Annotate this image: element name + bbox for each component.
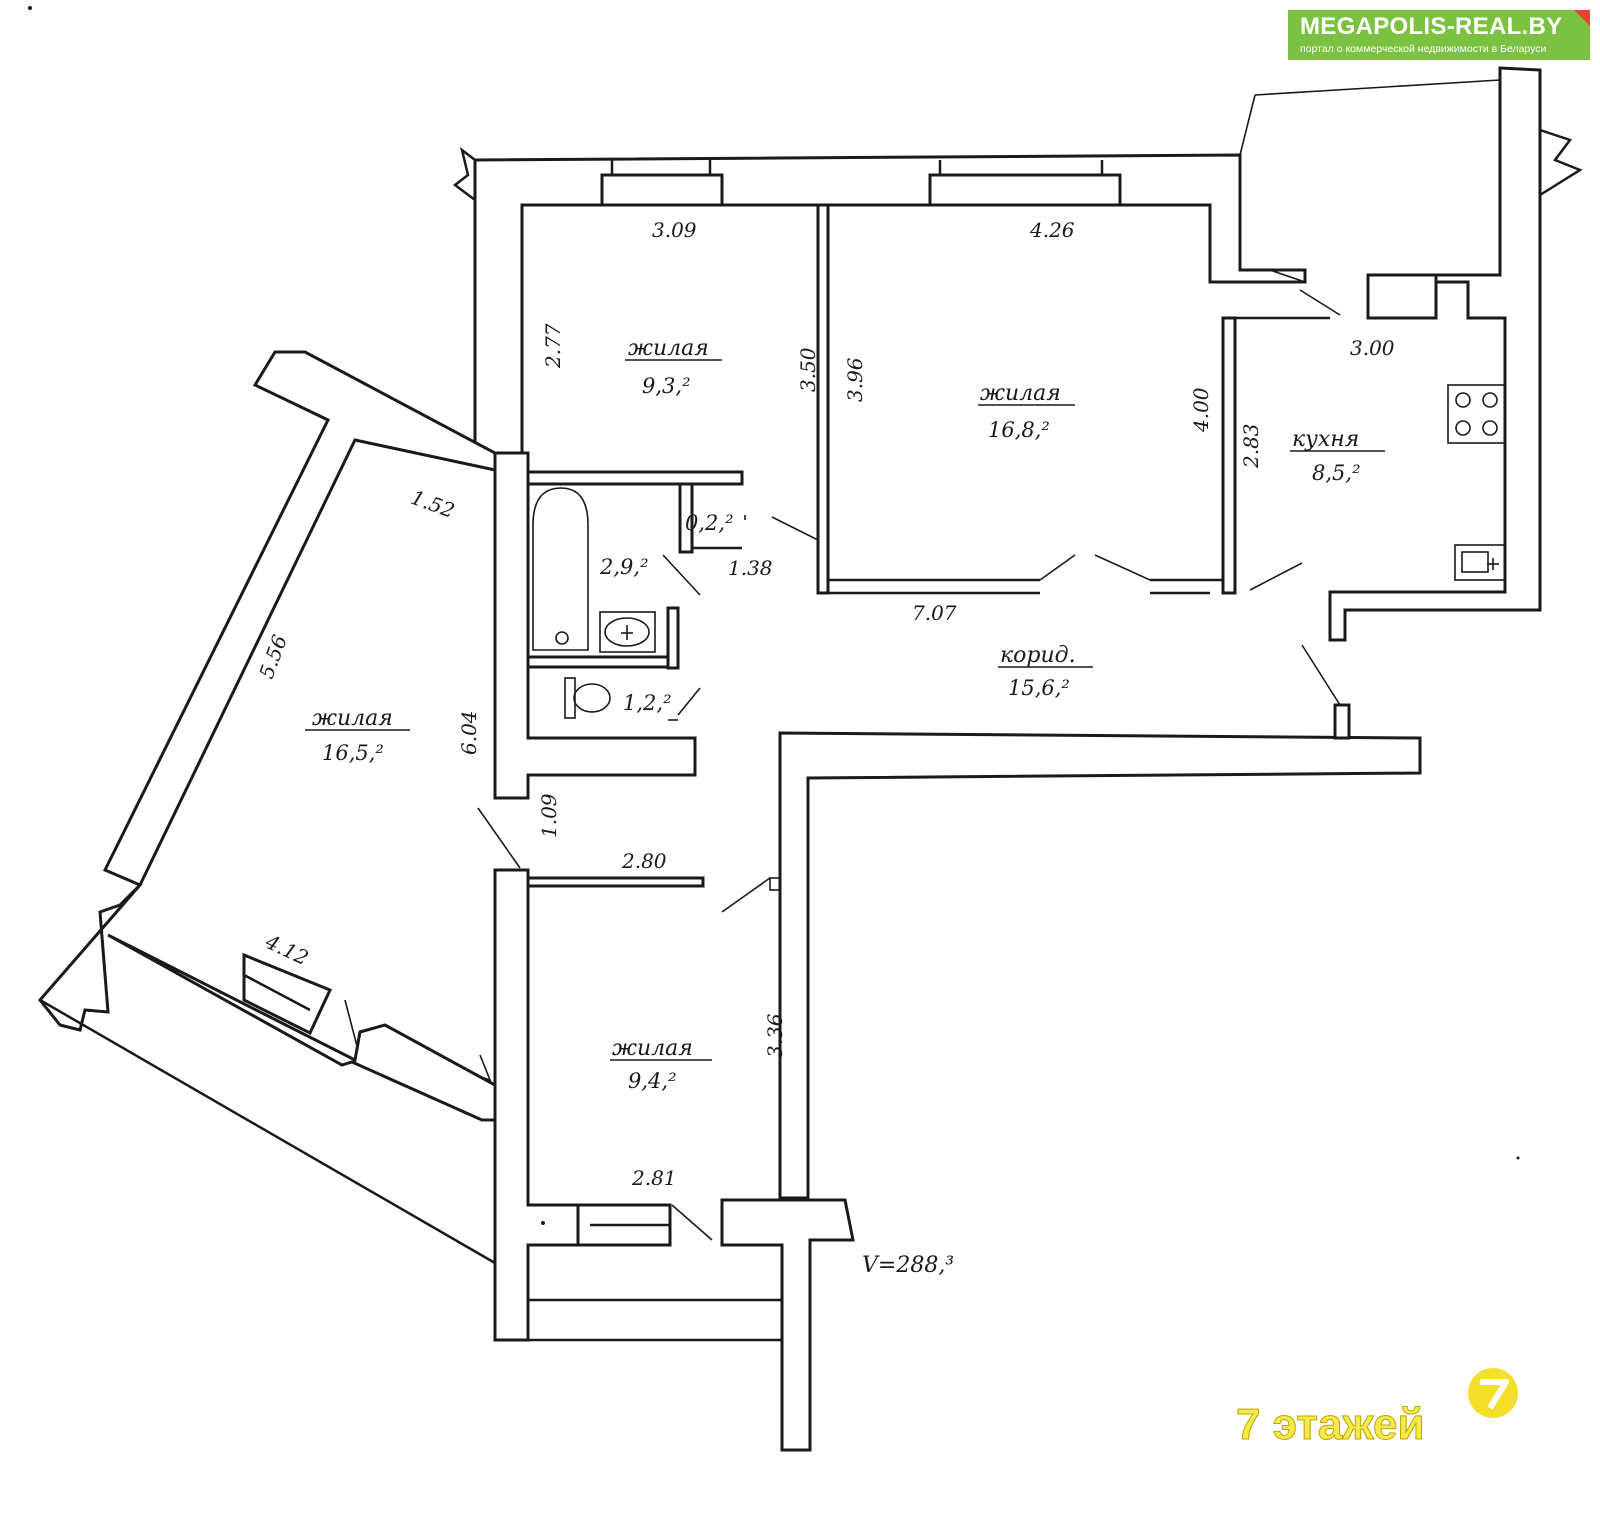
- wall-bathroom: [526, 470, 744, 486]
- wall-bath-closet: [678, 482, 694, 554]
- dim-top-left-width: 3.09: [652, 218, 697, 242]
- dim-partition-a: 3.50: [796, 347, 820, 392]
- seven-circle-icon: [1468, 1368, 1518, 1418]
- dimension-labels: 3.09 4.26 2.77 3.50 3.96 4.00 2.83 3.00 …: [254, 218, 1395, 1278]
- wall-top: [473, 153, 1307, 455]
- window-kitchen: [1366, 273, 1438, 320]
- room-labels: жилая 9,3,² жилая 16,8,² кухня 8,5,² кор…: [305, 336, 1385, 1093]
- window-top-center: [928, 173, 1122, 207]
- kitchen-sink-icon: [1454, 544, 1506, 581]
- room-label-bedroom-left: жилая: [312, 706, 393, 731]
- watermark-logo[interactable]: MEGAPOLIS-REAL.BY портал о коммерческой …: [1288, 10, 1590, 60]
- walls: [38, 66, 1583, 1452]
- window-left-bottom: [242, 952, 333, 1036]
- dim-center-right: 4.00: [1189, 387, 1213, 433]
- wall-bath-bottom: [493, 451, 697, 800]
- room-area-kitchen: 8,5,²: [1312, 461, 1361, 485]
- dim-bottom-top: 2.80: [621, 849, 667, 873]
- room-label-living-center: жилая: [980, 381, 1061, 406]
- room-label-corridor: корид.: [1000, 643, 1076, 668]
- dim-bath-width: 1.38: [728, 556, 773, 580]
- room-label-kitchen: кухня: [1292, 427, 1359, 452]
- wall-center-vertical: [493, 868, 600, 1342]
- window-top-left: [600, 173, 724, 207]
- dim-left-inner: 6.04: [457, 710, 481, 755]
- dim-top-center-width: 4.26: [1029, 218, 1075, 242]
- dim-partition-b: 3.96: [843, 357, 867, 402]
- room-area-bathroom: 2,9,²: [599, 555, 649, 579]
- wall-break-right: [1539, 128, 1583, 197]
- wall-bottom-right: [720, 1198, 855, 1452]
- wall-partition-top: [816, 203, 830, 595]
- room-area-bedroom-left: 16,5,²: [322, 741, 384, 765]
- room-area-bedroom-bottom: 9,4,²: [628, 1069, 677, 1093]
- floors-badge: 7 этажей: [1236, 1400, 1426, 1450]
- wall-kitchen-partition: [1221, 316, 1237, 595]
- dim-bottom-width: 2.81: [631, 1166, 677, 1190]
- dim-bottom-side: 3.36: [763, 1013, 787, 1058]
- wall-toilet-right: [666, 606, 680, 670]
- room-label-bedroom-bottom: жилая: [612, 1036, 693, 1061]
- room-label-bedroom-top-left: жилая: [628, 336, 709, 361]
- wall-break-top-left: [452, 146, 476, 201]
- stove-icon: [1447, 384, 1506, 444]
- dim-kitchen-width: 3.00: [1350, 336, 1395, 360]
- wall-left-outer: [38, 350, 497, 1032]
- dim-top-left-side: 2.77: [541, 323, 565, 369]
- room-area-bedroom-top-left: 9,3,²: [642, 374, 691, 398]
- dim-left-top: 1.52: [408, 485, 458, 523]
- fixtures: [532, 79, 1506, 721]
- dim-corridor-length: 7.07: [912, 601, 957, 625]
- room-area-toilet: 1,2,²: [623, 691, 672, 715]
- dim-kitchen-left: 2.83: [1239, 423, 1263, 469]
- room-area-closet: 0,2,²: [685, 511, 734, 535]
- seven-glyph-icon: [1480, 1379, 1509, 1410]
- volume-label: V=288,³: [862, 1253, 954, 1278]
- room-area-living-center: 16,8,²: [988, 418, 1050, 442]
- dim-left-door: 1.09: [537, 793, 561, 838]
- wall-bath-toilet: [526, 655, 680, 669]
- bathtub-icon: [532, 487, 589, 651]
- watermark-subtitle: портал о коммерческой недвижимости в Бел…: [1300, 43, 1547, 55]
- sink-icon: [599, 611, 656, 653]
- wall-corridor-bottom: [778, 731, 1422, 1200]
- toilet-icon: [564, 677, 576, 719]
- door-stop-corridor: [1333, 703, 1351, 740]
- room-area-corridor: 15,6,²: [1008, 676, 1070, 700]
- wall-partition-280: [526, 876, 705, 888]
- corner-flag-icon: [1574, 10, 1590, 26]
- doors: [344, 289, 1341, 1241]
- watermark-title: MEGAPOLIS-REAL.BY: [1300, 13, 1563, 40]
